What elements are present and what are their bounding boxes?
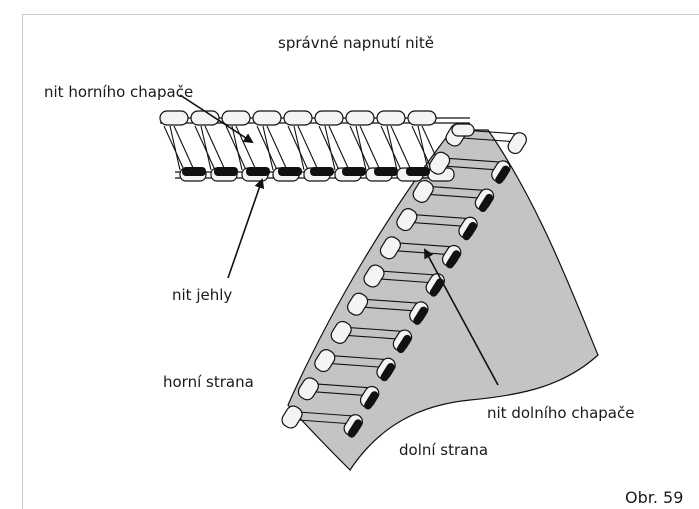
upper-looper-slant bbox=[319, 126, 339, 170]
upper-looper-slant bbox=[257, 126, 277, 170]
label-upper-looper-thread: nit horního chapače bbox=[44, 83, 193, 101]
upper-looper-loop bbox=[284, 111, 312, 125]
horizontal-stitch-band bbox=[160, 111, 470, 181]
upper-looper-slant bbox=[298, 126, 318, 170]
upper-looper-slant bbox=[350, 126, 370, 170]
needle-thread-segment bbox=[406, 167, 430, 176]
needle-vertical-thread bbox=[201, 126, 211, 170]
needle-vertical-thread bbox=[356, 126, 366, 170]
bottom-side-loop bbox=[505, 130, 529, 156]
label-bottom-side: dolní strana bbox=[399, 441, 488, 459]
figure-number: Obr. 59 bbox=[625, 488, 683, 507]
upper-looper-slant bbox=[329, 126, 349, 170]
needle-arrow bbox=[228, 180, 262, 278]
needle-vertical-thread bbox=[170, 126, 180, 170]
needle-thread-segment bbox=[182, 167, 206, 176]
upper-looper-loop bbox=[253, 111, 281, 125]
upper-looper-slant bbox=[412, 126, 432, 170]
needle-thread-segment bbox=[278, 167, 302, 176]
upper-looper-loop bbox=[160, 111, 188, 125]
upper-looper-slant bbox=[360, 126, 380, 170]
upper-looper-slant bbox=[288, 126, 308, 170]
needle-vertical-thread bbox=[387, 126, 397, 170]
diagram-title: správné napnutí nitě bbox=[278, 34, 434, 52]
label-needle-thread: nit jehly bbox=[172, 286, 232, 304]
upper-looper-loop bbox=[346, 111, 374, 125]
needle-vertical-thread bbox=[325, 126, 335, 170]
needle-thread-segment bbox=[374, 167, 398, 176]
needle-vertical-thread bbox=[418, 126, 428, 170]
needle-thread-segment bbox=[310, 167, 334, 176]
upper-looper-loop bbox=[408, 111, 436, 125]
needle-thread-segment bbox=[342, 167, 366, 176]
upper-looper-slant bbox=[381, 126, 401, 170]
upper-looper-slant bbox=[267, 126, 287, 170]
needle-vertical-thread bbox=[294, 126, 304, 170]
needle-thread-segment bbox=[246, 167, 270, 176]
band-end-loop bbox=[452, 124, 474, 136]
upper-looper-slant bbox=[174, 126, 194, 170]
needle-vertical-thread bbox=[263, 126, 273, 170]
upper-looper-slant bbox=[164, 126, 184, 170]
upper-looper-loop bbox=[377, 111, 405, 125]
upper-looper-slant bbox=[391, 126, 411, 170]
label-top-side: horní strana bbox=[163, 373, 254, 391]
upper-looper-slant bbox=[226, 126, 246, 170]
needle-thread-segment bbox=[214, 167, 238, 176]
label-lower-looper-thread: nit dolního chapače bbox=[487, 404, 634, 422]
upper-looper-loop bbox=[315, 111, 343, 125]
upper-looper-loop bbox=[222, 111, 250, 125]
upper-looper-slant bbox=[205, 126, 225, 170]
upper-looper-slant bbox=[195, 126, 215, 170]
